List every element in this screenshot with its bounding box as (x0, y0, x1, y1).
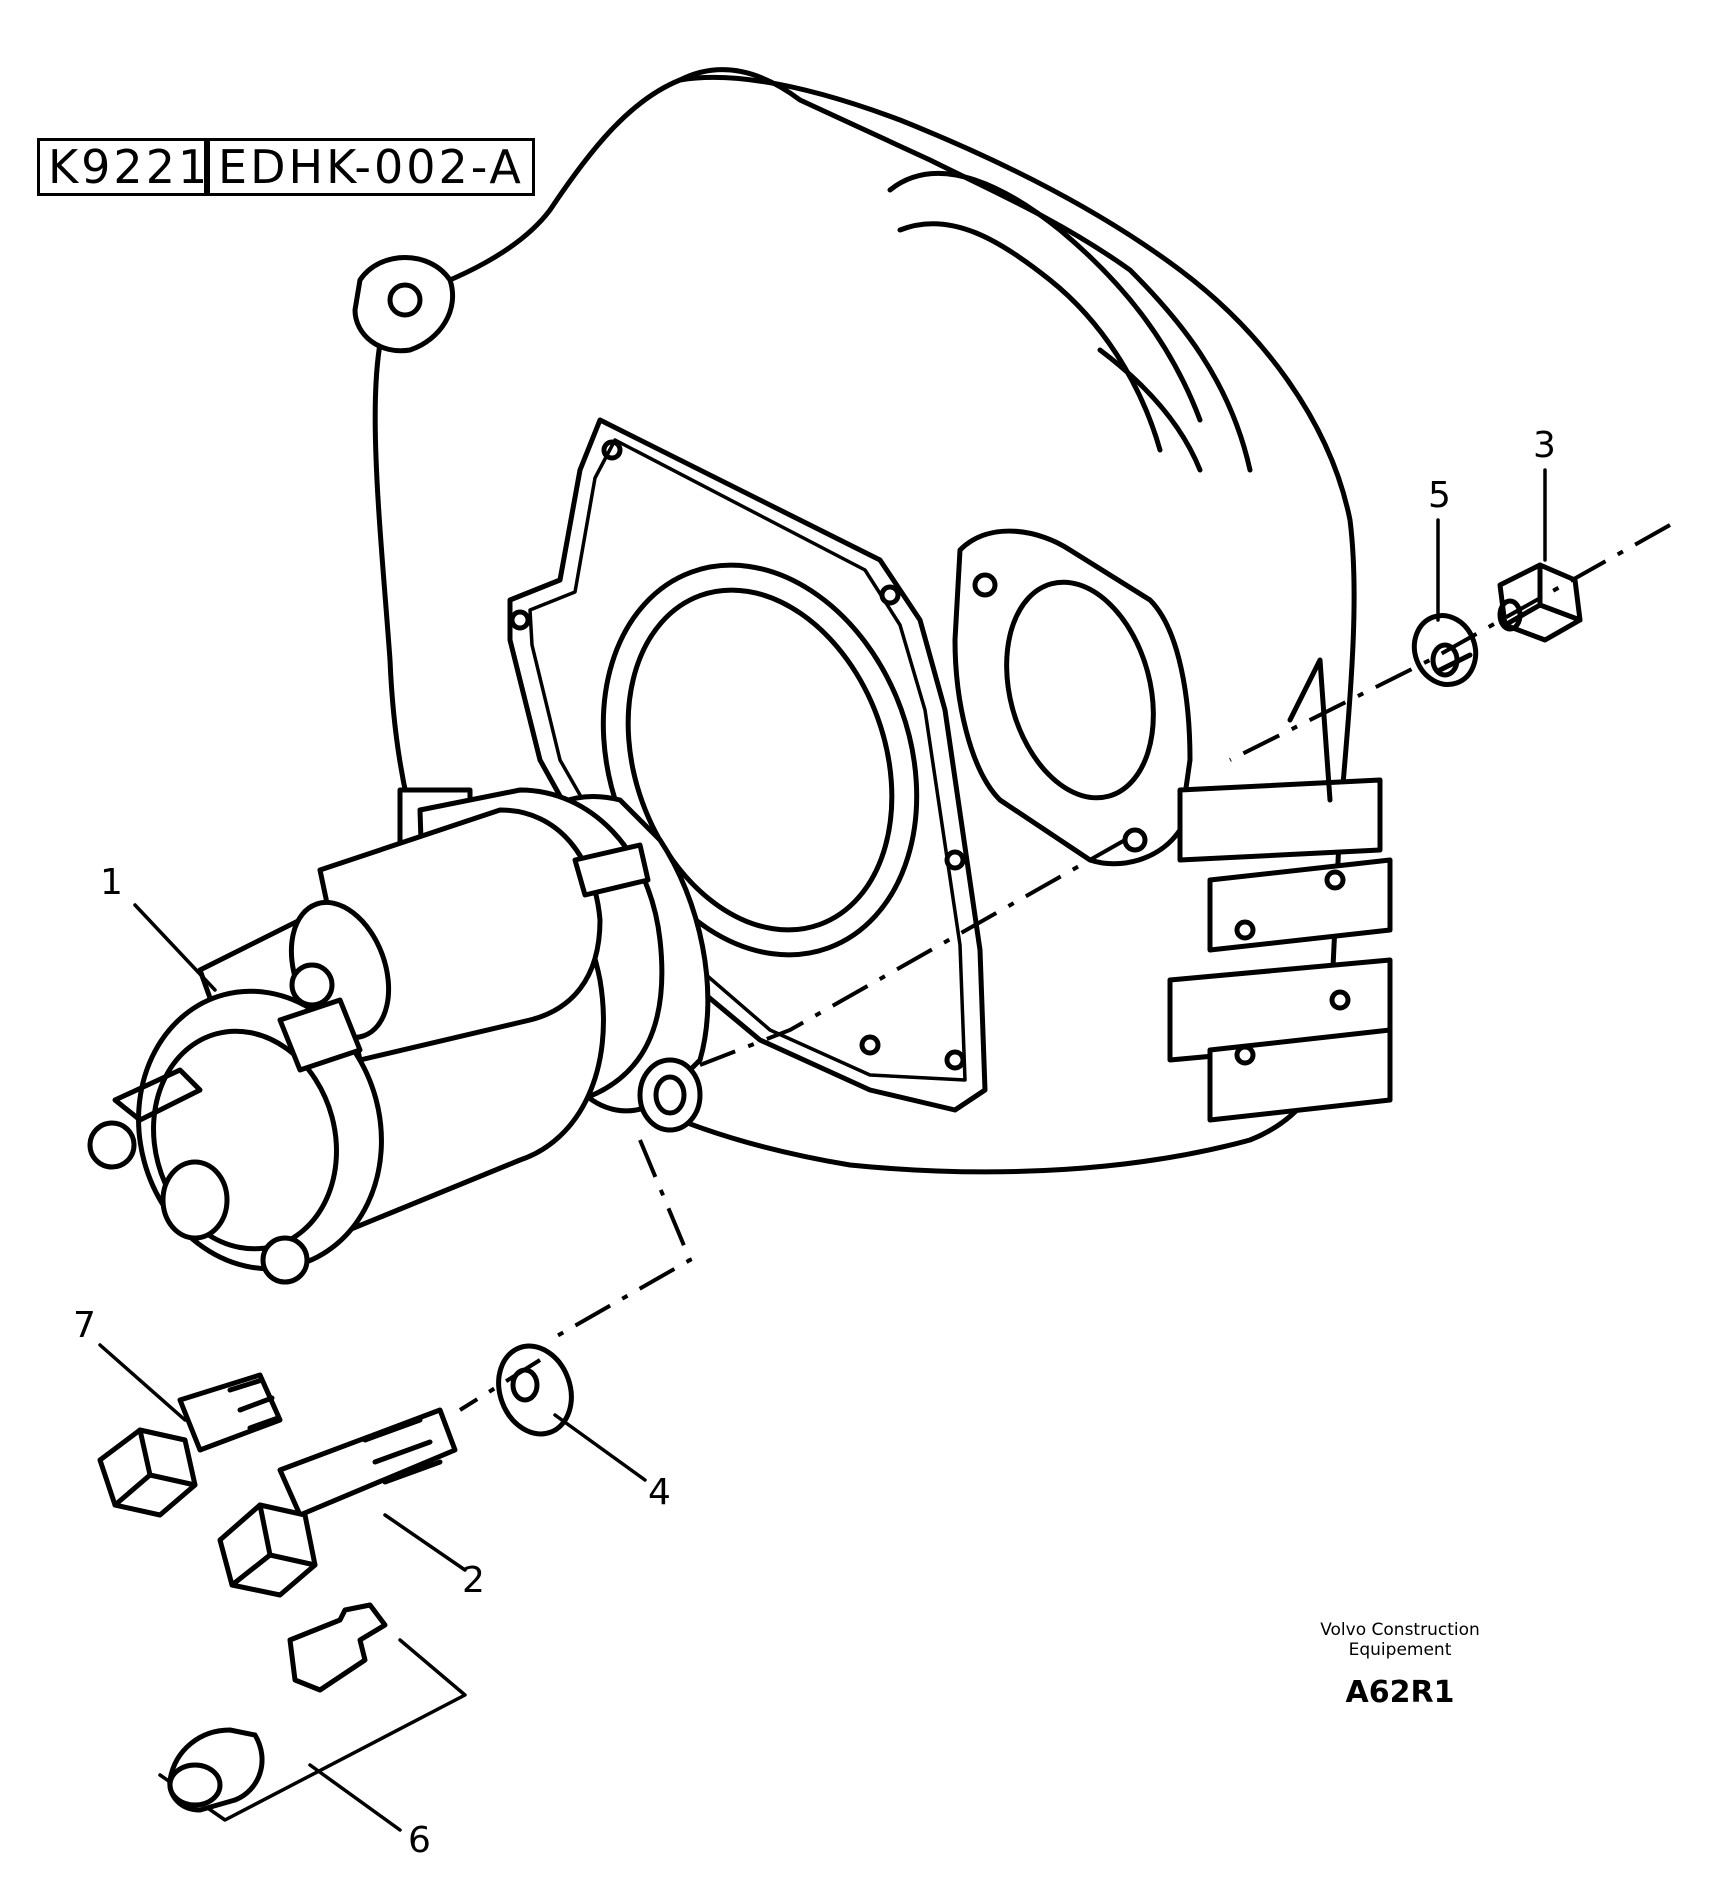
callout-3: 3 (1533, 425, 1556, 466)
callout-6: 6 (408, 1820, 431, 1861)
publisher-credit: Volvo Construction Equipement (1300, 1620, 1500, 1660)
code-box-secondary: EDHK-002-A (207, 138, 535, 196)
figure-id: A62R1 (1345, 1675, 1455, 1710)
bolt-2 (217, 1407, 458, 1598)
terminal-kit-6 (158, 1602, 467, 1822)
callout-4: 4 (648, 1472, 671, 1513)
flat-washer-4 (496, 1343, 574, 1437)
code-box-primary: K9221 (37, 138, 207, 196)
callout-7: 7 (73, 1305, 96, 1346)
callout-1: 1 (100, 862, 123, 903)
hex-nut-3 (1497, 562, 1583, 643)
starter-motor (87, 787, 711, 1285)
bolt-7 (97, 1372, 283, 1518)
publisher-line-1: Volvo Construction (1320, 1620, 1480, 1640)
publisher-line-2: Equipement (1348, 1640, 1452, 1660)
callout-5: 5 (1428, 475, 1451, 516)
callout-2: 2 (462, 1560, 485, 1601)
